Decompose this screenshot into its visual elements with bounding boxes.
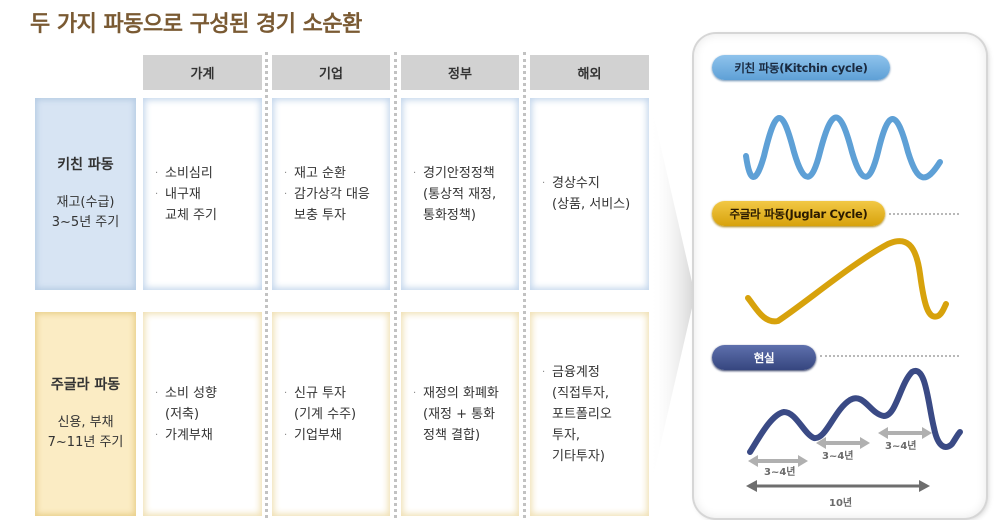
- column-header-household: 가계: [143, 55, 262, 90]
- span-label: 3~4년: [764, 467, 796, 478]
- row-header-juglar: 주글라 파동 신용, 부채 7~11년 주기: [35, 312, 136, 516]
- list-item: ·소비 성향: [155, 385, 217, 401]
- span-label: 3~4년: [885, 441, 917, 452]
- cell-juglar-household: ·소비 성향 (저축) ·가계부채: [143, 312, 262, 516]
- cell-kitchin-household: ·소비심리 ·내구재 교체 주기: [143, 98, 262, 290]
- column-divider: [265, 52, 268, 518]
- cell-juglar-business: ·신규 투자 (기계 수주) ·기업부채: [272, 312, 390, 516]
- cell-juglar-foreign: ·금융계정 (직접투자, 포트폴리오 투자, 기타투자): [530, 312, 649, 516]
- list-item: ·경상수지: [542, 176, 600, 191]
- kitchin-cycle-label: 키친 파동(Kitchin cycle): [712, 55, 890, 80]
- cell-kitchin-government: ·경기안정정책 (통상적 재정, 통화정책): [401, 98, 519, 290]
- dotted-divider: [889, 213, 959, 215]
- dotted-divider: [820, 355, 959, 357]
- list-item: ·재고 순환: [284, 165, 346, 181]
- chevron-right-icon: [650, 100, 695, 490]
- page-title: 두 가지 파동으로 구성된 경기 소순환: [30, 12, 362, 37]
- list-item: ·경기안정정책: [413, 165, 495, 181]
- list-item: ·감가상각 대응: [284, 186, 370, 202]
- cycle-illustration-panel: [694, 34, 986, 518]
- row-desc: 신용, 부채: [57, 415, 114, 430]
- column-header-business: 기업: [272, 55, 390, 90]
- cell-kitchin-foreign: ·경상수지 (상품, 서비스): [530, 98, 649, 290]
- list-item: ·신규 투자: [284, 385, 346, 401]
- reality-label: 현실: [712, 345, 816, 370]
- cell-juglar-government: ·재정의 화폐화 (재정 + 통화 정책 결합): [401, 312, 519, 516]
- row-header-kitchin: 키친 파동 재고(수급) 3~5년 주기: [35, 98, 136, 290]
- juglar-cycle-label: 주글라 파동(Juglar Cycle): [712, 201, 885, 226]
- column-header-foreign: 해외: [530, 55, 649, 90]
- row-title: 키친 파동: [57, 157, 114, 173]
- list-item: ·소비심리: [155, 165, 213, 181]
- total-span-label: 10년: [829, 498, 853, 509]
- list-item: ·기업부채: [284, 427, 342, 443]
- list-item: ·금융계정: [542, 364, 600, 380]
- column-header-government: 정부: [401, 55, 519, 90]
- cell-kitchin-business: ·재고 순환 ·감가상각 대응 보충 투자: [272, 98, 390, 290]
- column-divider: [523, 52, 526, 518]
- list-item: ·재정의 화폐화: [413, 385, 499, 401]
- list-item: ·내구재: [155, 186, 201, 202]
- row-period: 3~5년 주기: [51, 215, 120, 230]
- row-period: 7~11년 주기: [47, 435, 124, 450]
- row-desc: 재고(수급): [56, 195, 115, 210]
- row-title: 주글라 파동: [50, 377, 121, 393]
- column-divider: [394, 52, 397, 518]
- span-label: 3~4년: [822, 451, 854, 462]
- list-item: ·가계부채: [155, 427, 213, 443]
